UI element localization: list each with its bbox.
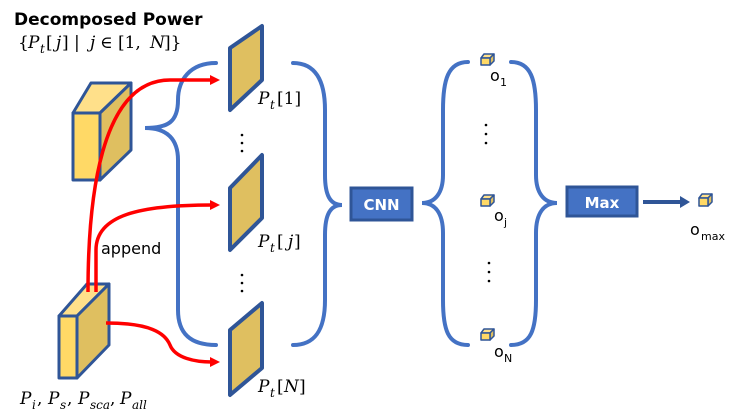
dots-outputs-lower	[487, 261, 491, 283]
svg-text:t: t	[270, 98, 275, 112]
slice-1-plane-icon	[228, 24, 264, 112]
svg-text:sca: sca	[90, 398, 110, 412]
svg-text:N: N	[149, 33, 166, 53]
svg-text:P: P	[27, 33, 40, 53]
output-j: o j	[480, 194, 507, 229]
append-label: append	[101, 239, 161, 258]
svg-text:P: P	[257, 232, 270, 252]
svg-text:N: N	[504, 352, 512, 365]
slice-n-plane-icon	[228, 301, 264, 397]
left-brace	[144, 61, 218, 347]
svg-text:j: j	[52, 33, 62, 53]
output-n-cube-icon	[480, 328, 495, 341]
svg-text:t: t	[270, 386, 275, 400]
svg-text:P: P	[119, 389, 132, 409]
arrow-to-slice-1	[86, 75, 220, 293]
cnn-label: CNN	[363, 196, 399, 214]
svg-text:j: j	[86, 33, 96, 53]
output-j-cube-icon	[480, 194, 495, 207]
svg-text:P: P	[257, 377, 270, 397]
svg-text:]: ]	[299, 377, 306, 397]
svg-text:o: o	[490, 66, 500, 85]
final-output-cube-icon	[698, 193, 713, 207]
svg-text:all: all	[132, 398, 147, 412]
decomposed-power-cube-icon	[71, 81, 133, 182]
svg-text:o: o	[494, 206, 504, 225]
arrow-to-slice-j	[94, 200, 220, 292]
svg-text:]: ]	[294, 232, 301, 252]
dots-outputs-upper	[484, 123, 488, 145]
svg-text:[: [	[277, 232, 284, 252]
svg-text:j: j	[284, 232, 294, 252]
set-expression: { P t [ j ] | j ∈ [1, N ]}	[18, 33, 181, 56]
output-1: o 1	[480, 53, 507, 89]
svg-text:P: P	[257, 89, 270, 109]
svg-text:[1]: [1]	[277, 89, 301, 109]
svg-text:] |: ] |	[62, 33, 80, 53]
final-output: o max	[690, 193, 725, 243]
svg-text:1: 1	[500, 76, 507, 89]
svg-text:o: o	[690, 220, 700, 239]
svg-text:,: ,	[37, 389, 42, 409]
svg-text:o: o	[494, 342, 504, 361]
svg-text:P: P	[77, 389, 90, 409]
svg-text:[: [	[277, 377, 284, 397]
svg-text:P: P	[19, 389, 32, 409]
svg-text:max: max	[701, 230, 725, 243]
output-n: o N	[480, 328, 512, 365]
max-block	[565, 185, 639, 218]
svg-text:s: s	[60, 398, 66, 412]
input-power-cube-icon	[57, 282, 111, 380]
slices-right-brace	[291, 61, 343, 347]
max-label: Max	[585, 194, 620, 212]
slice-j-plane-icon	[228, 153, 264, 252]
arrow-to-max-output	[643, 196, 690, 208]
dots-lower	[240, 273, 244, 293]
svg-text:j: j	[503, 216, 507, 229]
outputs-right-brace	[509, 60, 558, 347]
dots-upper	[240, 133, 244, 153]
svg-text:P: P	[47, 389, 60, 409]
svg-text:,: ,	[110, 389, 115, 409]
svg-text:,: ,	[67, 389, 72, 409]
output-1-cube-icon	[480, 53, 495, 66]
outputs-left-brace	[421, 60, 470, 347]
svg-text:t: t	[270, 241, 275, 255]
svg-text:]}: ]}	[164, 33, 181, 53]
svg-text:∈ [1,: ∈ [1,	[100, 33, 141, 53]
svg-text:N: N	[283, 377, 300, 397]
title-heading: Decomposed Power	[14, 10, 203, 30]
svg-text:t: t	[40, 42, 45, 56]
arrow-to-slice-n	[105, 321, 220, 367]
svg-text:i: i	[32, 398, 36, 412]
svg-text:{: {	[18, 33, 29, 53]
svg-text:[: [	[46, 33, 53, 53]
cnn-block	[349, 186, 414, 222]
